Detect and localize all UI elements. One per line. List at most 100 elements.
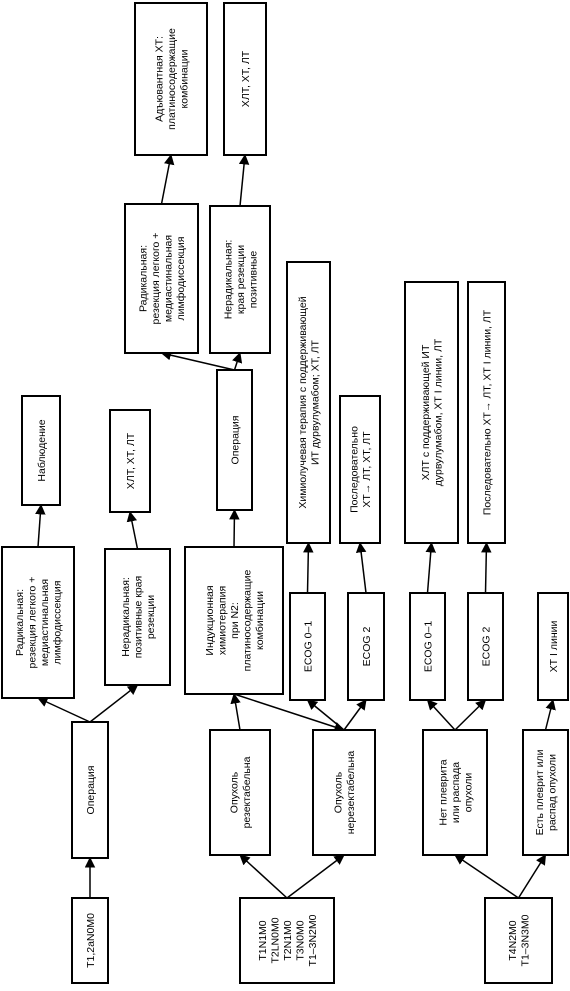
node-box — [209, 729, 271, 856]
arrow-op1-to-rad1 — [37, 697, 91, 723]
node-label-line: ECOG 0–1 — [422, 621, 434, 673]
node-label-line: T2N1M0 — [282, 920, 294, 960]
node-box — [467, 281, 506, 544]
node-label-line: или распада — [450, 762, 462, 823]
node-est: Есть плеврит илираспад опухоли — [522, 729, 569, 856]
node-ecog01a: ECOG 0–1 — [289, 592, 326, 701]
node-label-line: T1,2aN0M0 — [85, 913, 97, 968]
node-label: ХЛТ, ХТ, ЛТ — [125, 432, 137, 489]
node-label-line: медиастинальная — [39, 579, 51, 666]
node-label-line: ХТ→ ЛТ, ХТ, ЛТ — [361, 431, 373, 508]
node-label-line: опухоли — [462, 773, 474, 813]
node-label-line: T3N0M0 — [294, 920, 306, 960]
node-box — [339, 395, 381, 544]
node-label-line: медиастинальная — [163, 235, 175, 322]
node-label-line: Химиолучевая терапия с поддерживающей — [297, 296, 309, 508]
arrow-nerad2-to-hlt2 — [238, 153, 250, 207]
node-rez: Опухольрезектабельна — [209, 729, 271, 856]
node-label-line: Операция — [85, 766, 97, 815]
arrow-ecog2b-to-posl2 — [481, 541, 492, 594]
node-box — [286, 261, 331, 544]
node-label-line: Радикальная: — [14, 589, 26, 656]
node-posl2: Последовательно ХТ→ ЛТ, ХТ I линии, ЛТ — [467, 281, 506, 544]
arrow-ind-to-nerez — [233, 693, 345, 733]
arrow-net-to-ecog2b — [454, 699, 487, 731]
node-ecog01b: ECOG 0–1 — [409, 592, 446, 701]
node-box — [347, 592, 385, 701]
node-label-line: резекция легкого + — [27, 577, 39, 669]
node-nabl: Наблюдение — [21, 395, 61, 506]
node-label: Операция — [85, 766, 97, 815]
node-box — [21, 395, 61, 506]
node-box — [71, 721, 109, 859]
arrow-ecog01b-to-hlt3 — [425, 541, 436, 594]
node-label-line: Операция — [229, 416, 241, 465]
node-box — [124, 203, 199, 354]
node-box — [216, 369, 253, 511]
node-label: ХЛТ с поддерживающей ИТдурвулумабом, ХТ … — [420, 338, 445, 486]
node-t1n1: T1N1M0T2LN0M0T2N1M0T3N0M0T1–3N2M0 — [239, 897, 335, 984]
node-label: Операция — [229, 416, 241, 465]
node-label-line: Наблюдение — [36, 419, 48, 481]
node-label-line: Нерадикальная: — [222, 240, 234, 320]
node-box — [467, 592, 504, 701]
node-label: Нерадикальная:края резекциипозитивные — [222, 240, 259, 320]
arrow-ecog01a-to-himio — [303, 541, 314, 594]
arrow-ind-to-op2 — [229, 508, 240, 548]
node-label-line: ХЛТ с поддерживающей ИТ — [420, 344, 432, 480]
node-label: Химиолучевая терапия с поддерживающейИТ … — [297, 296, 322, 508]
edges-layer — [35, 153, 556, 899]
node-label-line: лимфодиссекция — [175, 237, 187, 321]
node-label: ECOG 0–1 — [302, 621, 314, 673]
node-label-line: Есть плеврит или — [534, 749, 546, 835]
node-label: Опухольрезектабельна — [229, 756, 254, 828]
node-label-line: резекция легкого + — [150, 233, 162, 325]
node-box — [522, 729, 569, 856]
arrow-op2-to-nerad2 — [232, 352, 243, 371]
node-hlt1: ХЛТ, ХТ, ЛТ — [109, 409, 151, 513]
node-label: Нет плевритаили распадаопухоли — [437, 759, 474, 825]
node-label: ECOG 2 — [361, 627, 373, 667]
node-label-line: позитивные края — [132, 576, 144, 658]
node-label-line: комбинации — [178, 49, 190, 108]
node-label-line: Последовательно — [349, 426, 361, 513]
arrow-op2-to-rad2 — [160, 350, 235, 371]
node-label-line: T1N1M0 — [257, 920, 269, 960]
node-label: Индукционнаяхимиотерапияпри N2:платиносо… — [204, 569, 266, 671]
node-label-line: Нерадикальная: — [120, 577, 132, 657]
node-label-line: платиносодержащие — [166, 28, 178, 130]
node-xt1: ХТ I линии — [537, 592, 569, 701]
node-label-line: платиносодержащие — [241, 569, 253, 671]
node-label-line: лимфодиссекция — [52, 581, 64, 665]
node-label-line: Нет плеврита — [437, 759, 449, 825]
arrow-op1-to-nerad1 — [89, 684, 139, 723]
arrow-nerez-to-ecog2a — [343, 699, 367, 731]
node-label-line: дурвулумабом, ХТ I линии, ЛТ — [433, 338, 445, 486]
arrow-rez-to-ind — [230, 692, 241, 731]
node-ind: Индукционнаяхимиотерапияпри N2:платиносо… — [184, 546, 284, 695]
node-label-line: Последовательно ХТ→ ЛТ, ХТ I линии, ЛТ — [481, 309, 493, 515]
node-op1: Операция — [71, 721, 109, 859]
node-box — [209, 205, 271, 354]
arrow-ecog2a-to-posl1 — [355, 541, 367, 594]
node-label: ECOG 0–1 — [422, 621, 434, 673]
node-label-line: позитивные — [247, 251, 259, 309]
node-adj: Адъювантная ХТ:платиносодержащиекомбинац… — [134, 2, 208, 156]
node-label: ХЛТ, ХТ, ЛТ — [240, 50, 252, 107]
node-box — [109, 409, 151, 513]
node-box — [537, 592, 569, 701]
node-label: T1N1M0T2LN0M0T2N1M0T3N0M0T1–3N2M0 — [257, 914, 319, 966]
node-label-line: края резекции — [235, 245, 247, 314]
node-ecog2b: ECOG 2 — [467, 592, 504, 701]
node-box — [1, 546, 75, 699]
arrow-t1n1-to-nerez — [286, 854, 345, 899]
node-label-line: ECOG 2 — [480, 627, 492, 667]
node-label-line: комбинации — [254, 591, 266, 650]
node-box — [184, 546, 284, 695]
node-label-line: Опухоль — [333, 771, 345, 813]
node-label: ХТ I линии — [548, 621, 560, 673]
node-box — [223, 2, 267, 156]
node-box — [134, 2, 208, 156]
node-label: Радикальная:резекция легкого +медиастина… — [14, 577, 64, 669]
arrow-t1n1-to-rez — [239, 854, 288, 899]
